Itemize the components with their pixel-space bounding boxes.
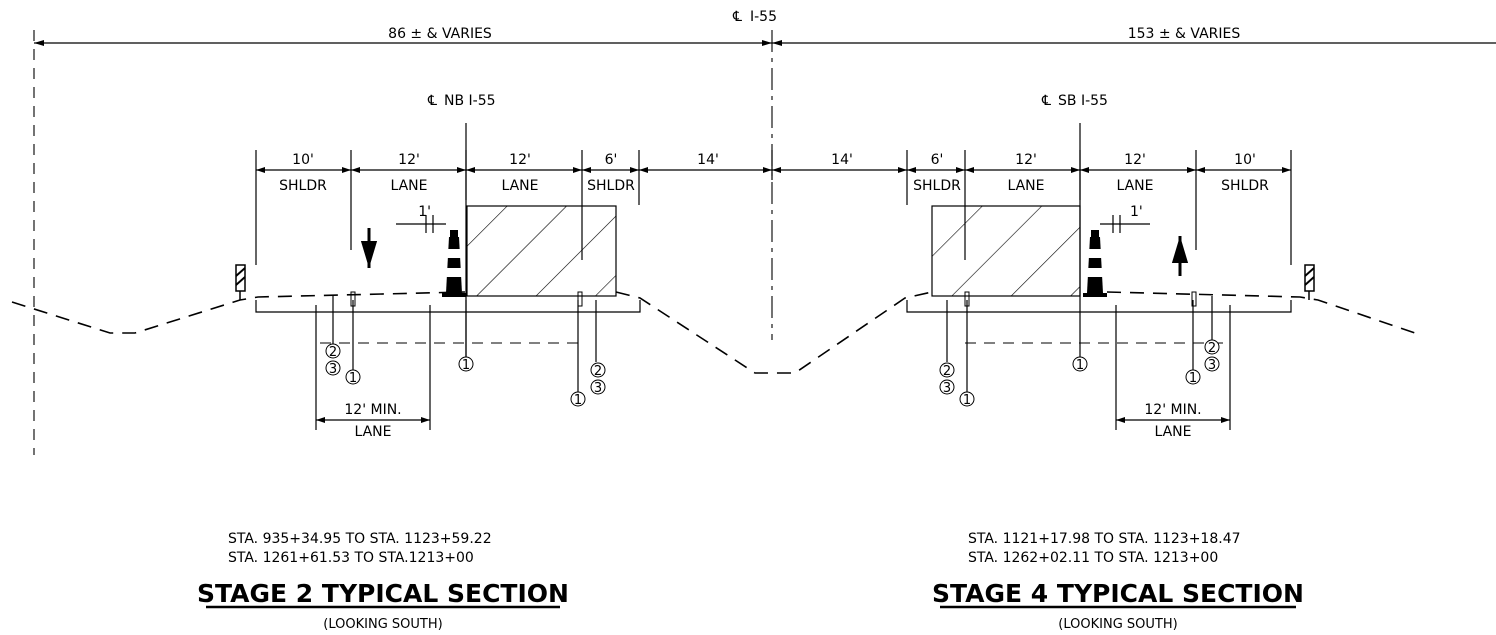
existing-ground-median	[615, 291, 933, 374]
work-zone-right	[931, 205, 1081, 297]
svg-text:2: 2	[329, 345, 337, 360]
cl-symbol: ℄	[732, 9, 742, 25]
svg-text:1: 1	[462, 358, 470, 373]
svg-text:2: 2	[594, 364, 602, 379]
dim-right-total: 153 ± & VARIES	[1128, 26, 1241, 42]
lane-label-r5: SHLDR	[1221, 178, 1269, 194]
min-lane-dim-right: 12' MIN. LANE	[1116, 402, 1230, 440]
stage2-station-2: STA. 1261+61.53 TO STA.1213+00	[228, 550, 474, 566]
callout-circles	[325, 339, 1220, 407]
min-lane-label-right: LANE	[1154, 424, 1191, 440]
min-lane-dim-left: 12' MIN. LANE	[316, 402, 430, 440]
delineator-left	[235, 264, 246, 300]
svg-text:3: 3	[943, 381, 951, 396]
svg-text:3: 3	[329, 362, 337, 377]
svg-text:1: 1	[1076, 358, 1084, 373]
cl-main-label: ℄ I-55	[732, 9, 777, 25]
min-lane-width-left: 12' MIN.	[344, 402, 401, 418]
lane-label-l4: SHLDR	[587, 178, 635, 194]
work-zone-left	[466, 205, 617, 297]
stage4-station-2: STA. 1262+02.11 TO STA. 1213+00	[968, 550, 1218, 566]
lane-width-r2: 6'	[931, 152, 944, 168]
lane-width-l2: 12'	[398, 152, 420, 168]
lane-width-l1: 10'	[292, 152, 314, 168]
lane-width-r3: 12'	[1015, 152, 1037, 168]
lane-dimension-arrows	[256, 167, 1291, 173]
lane-width-l4: 6'	[605, 152, 618, 168]
min-lane-width-right: 12' MIN.	[1144, 402, 1201, 418]
stage4-title: STAGE 4 TYPICAL SECTION	[932, 579, 1304, 608]
stage2-title: STAGE 2 TYPICAL SECTION	[197, 579, 569, 608]
svg-text:1: 1	[574, 393, 582, 408]
offset-dim-left: 1'	[396, 204, 446, 233]
existing-ground-right	[1106, 291, 1416, 334]
delineator-right	[1304, 264, 1315, 300]
stage4-subtitle: (LOOKING SOUTH)	[1058, 617, 1177, 632]
offset-dim-right-text: 1'	[1130, 204, 1143, 220]
svg-text:2: 2	[943, 364, 951, 379]
callout-leaders	[315, 296, 1231, 430]
lane-label-r3: LANE	[1007, 178, 1044, 194]
traffic-drum-right	[1083, 230, 1107, 297]
svg-text:1: 1	[349, 371, 357, 386]
stage2-title-block: STA. 935+34.95 TO STA. 1123+59.22 STA. 1…	[197, 531, 569, 632]
svg-text:3: 3	[594, 381, 602, 396]
lane-label-l3: LANE	[501, 178, 538, 194]
lane-width-r1: 14'	[831, 152, 853, 168]
callout-numbers: 2 3 1 1 2 3 1 2 3 1 1 1 2 3	[329, 341, 1216, 408]
svg-text:3: 3	[1208, 358, 1216, 373]
cl-nb-text: NB I-55	[444, 93, 496, 109]
cl-sb-text: SB I-55	[1058, 93, 1108, 109]
stage2-subtitle: (LOOKING SOUTH)	[323, 617, 442, 632]
lane-width-r4: 12'	[1124, 152, 1146, 168]
lane-label-r2: SHLDR	[913, 178, 961, 194]
svg-text:1: 1	[963, 393, 971, 408]
stage2-station-1: STA. 935+34.95 TO STA. 1123+59.22	[228, 531, 492, 547]
cl-sb-symbol: ℄	[1041, 93, 1051, 109]
svg-text:2: 2	[1208, 341, 1216, 356]
stage4-station-1: STA. 1121+17.98 TO STA. 1123+18.47	[968, 531, 1241, 547]
lane-width-l3: 12'	[509, 152, 531, 168]
svg-text:1: 1	[1189, 371, 1197, 386]
min-lane-label-left: LANE	[354, 424, 391, 440]
lane-label-l1: SHLDR	[279, 178, 327, 194]
cl-main-text: I-55	[750, 9, 777, 25]
cl-nb-symbol: ℄	[427, 93, 437, 109]
lane-label-r4: LANE	[1116, 178, 1153, 194]
lane-width-r5: 10'	[1234, 152, 1256, 168]
offset-dim-left-text: 1'	[418, 204, 431, 220]
lane-width-l5: 14'	[697, 152, 719, 168]
lane-label-l2: LANE	[390, 178, 427, 194]
traffic-drum-left	[442, 230, 466, 297]
stage4-title-block: STA. 1121+17.98 TO STA. 1123+18.47 STA. …	[932, 531, 1304, 632]
dim-left-total: 86 ± & VARIES	[388, 26, 492, 42]
offset-dim-right: 1'	[1100, 204, 1150, 233]
